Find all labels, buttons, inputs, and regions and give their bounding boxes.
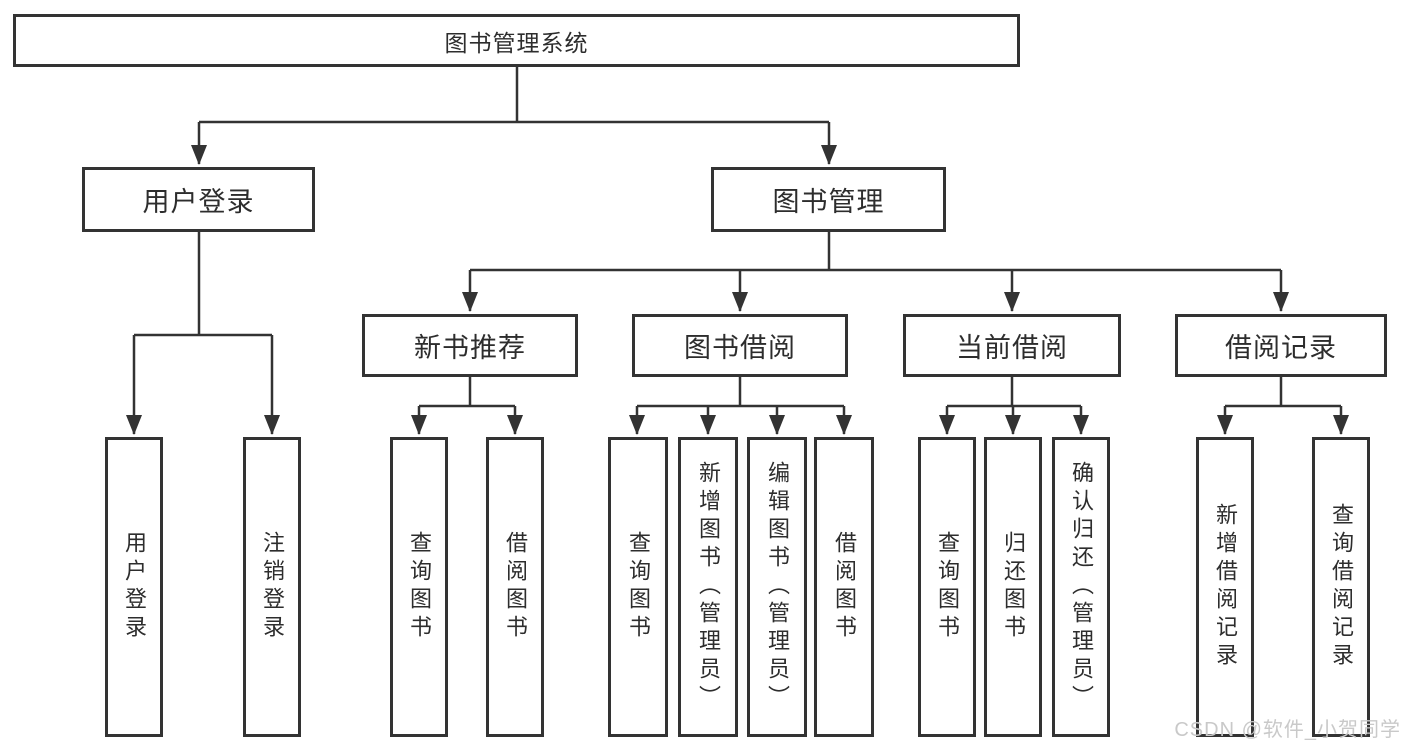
leaf-return-book: 归还图书 (984, 437, 1042, 737)
csdn-watermark: CSDN @软件_小贺同学 (1174, 719, 1401, 741)
node-new-book-recommendation: 新书推荐 (362, 314, 578, 377)
node-current-borrowing: 当前借阅 (903, 314, 1121, 377)
leaf-add-book-admin: 新增图书（管理员） (678, 437, 738, 737)
leaf-query-books-recommend: 查询图书 (390, 437, 448, 737)
leaf-query-borrow-record: 查询借阅记录 (1312, 437, 1370, 737)
leaf-user-login: 用户登录 (105, 437, 163, 737)
leaf-logout: 注销登录 (243, 437, 301, 737)
leaf-add-borrow-record: 新增借阅记录 (1196, 437, 1254, 737)
leaf-query-books-borrow: 查询图书 (608, 437, 668, 737)
leaf-query-books-current: 查询图书 (918, 437, 976, 737)
node-library-management-system: 图书管理系统 (13, 14, 1020, 67)
node-borrowing-records: 借阅记录 (1175, 314, 1387, 377)
leaf-borrow-books-recommend: 借阅图书 (486, 437, 544, 737)
node-book-management: 图书管理 (711, 167, 946, 232)
leaf-borrow-books: 借阅图书 (814, 437, 874, 737)
leaf-edit-book-admin: 编辑图书（管理员） (747, 437, 807, 737)
node-user-login: 用户登录 (82, 167, 315, 232)
leaf-confirm-return-admin: 确认归还（管理员） (1052, 437, 1110, 737)
node-book-borrowing: 图书借阅 (632, 314, 848, 377)
